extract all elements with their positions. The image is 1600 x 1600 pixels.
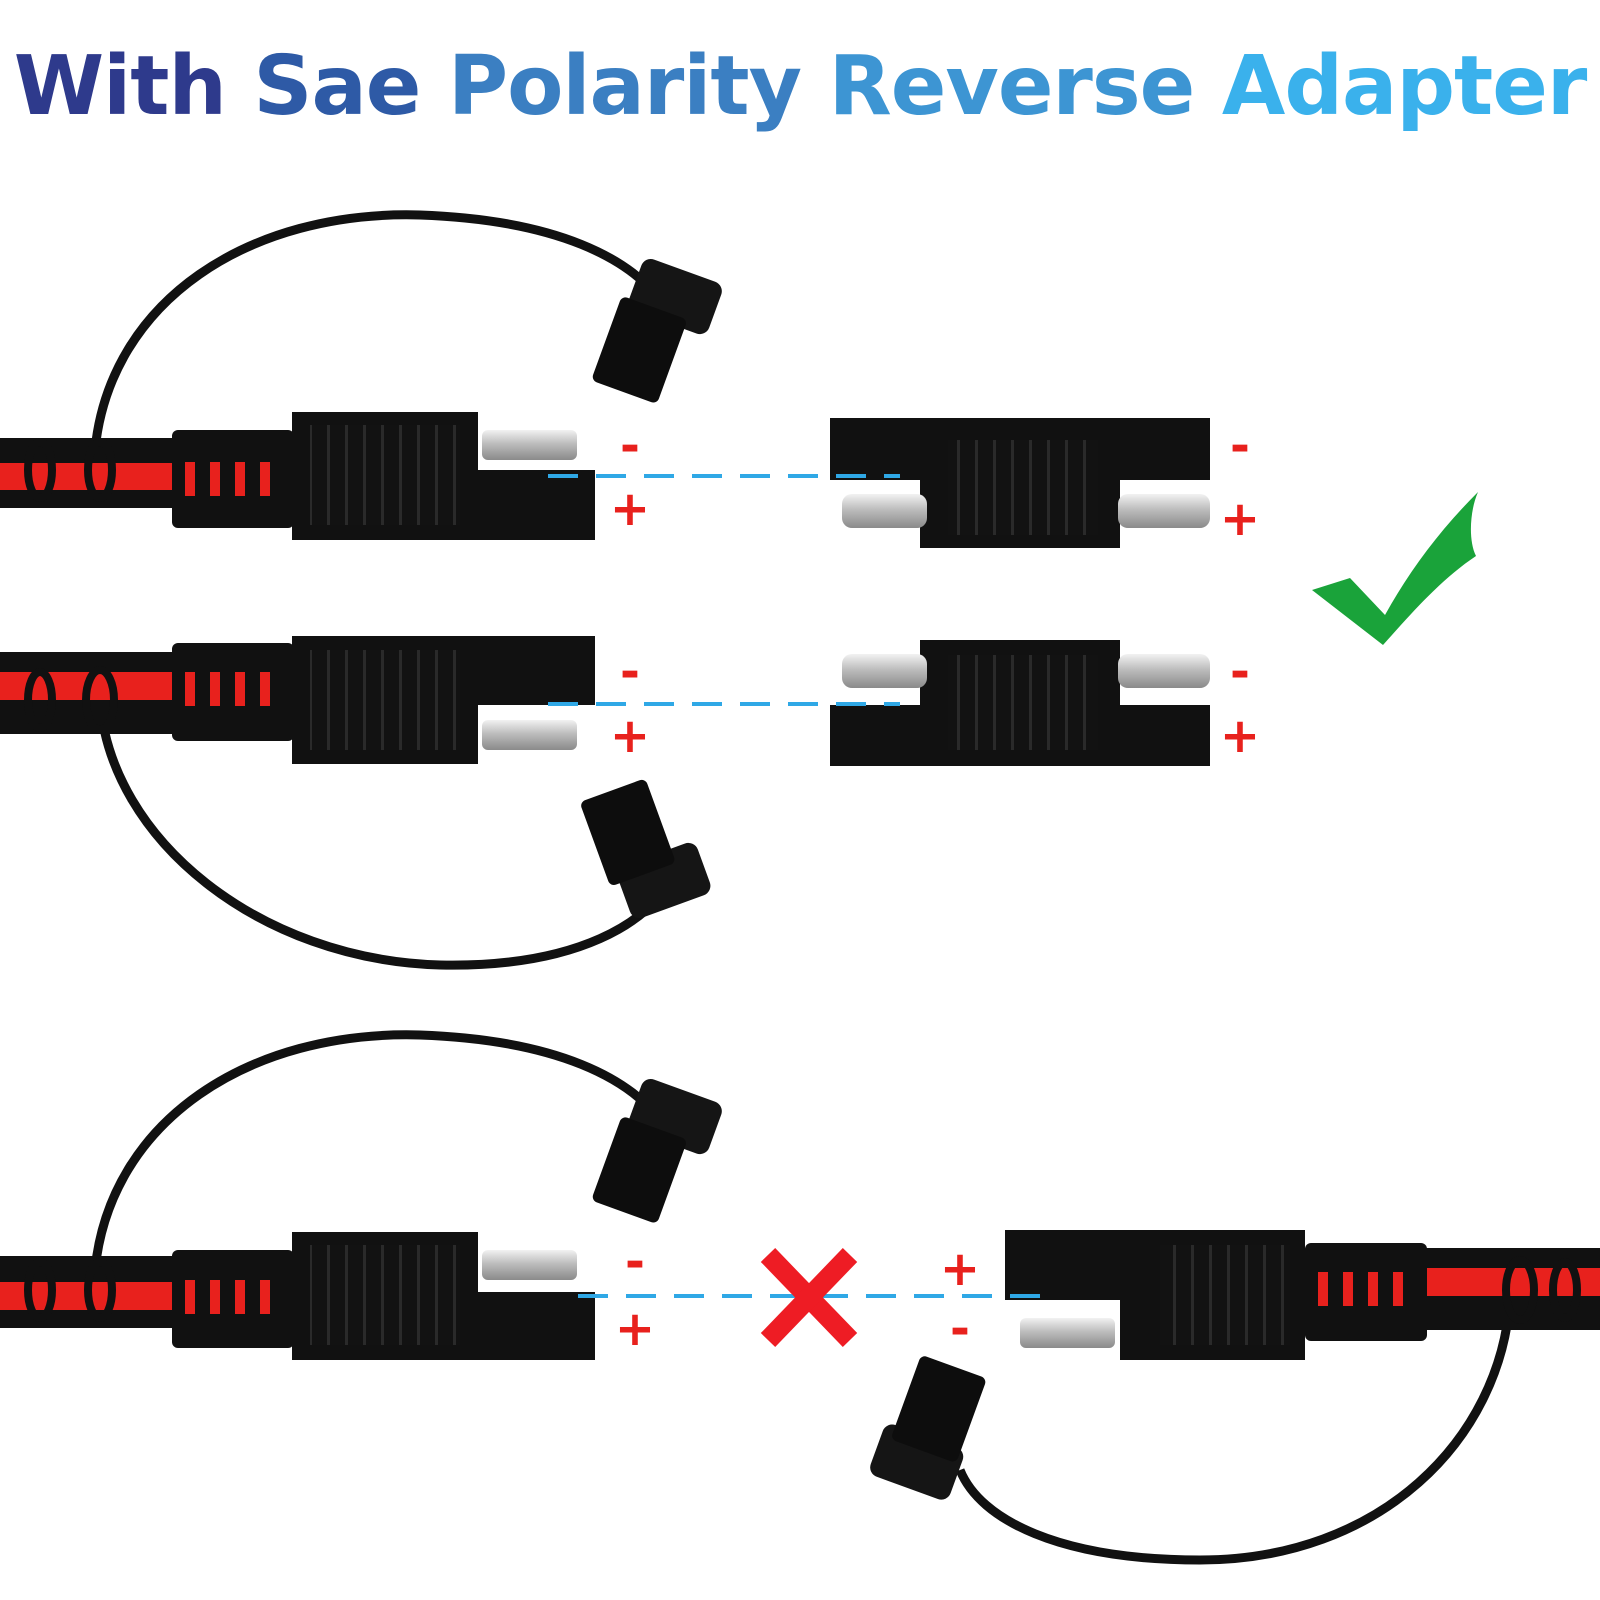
title-word-1: With <box>13 39 227 134</box>
polarity-label-negative: - <box>620 418 640 474</box>
polarity-adapter-middle <box>830 640 1210 766</box>
polarity-label-negative: - <box>625 1234 645 1290</box>
polarity-label-positive: + <box>610 708 650 764</box>
sae-cable-middle <box>0 636 711 970</box>
polarity-label-negative: - <box>1230 644 1250 700</box>
polarity-adapter-top <box>830 418 1210 548</box>
sae-cable-bottom-left <box>0 1030 722 1360</box>
polarity-label-positive: + <box>1220 491 1260 547</box>
cross-mark-icon <box>760 1248 858 1347</box>
title-word-2: Sae <box>253 39 421 134</box>
polarity-label-negative: - <box>950 1301 970 1357</box>
check-mark-icon <box>1312 492 1478 645</box>
title-word-3: Polarity <box>447 39 802 134</box>
title-word-5: Adapter <box>1221 39 1587 134</box>
sae-cable-bottom-right <box>870 1230 1600 1565</box>
polarity-label-positive: + <box>940 1241 980 1297</box>
polarity-label-positive: + <box>610 481 650 537</box>
title-word-4: Reverse <box>828 39 1196 134</box>
page-title: With Sae Polarity Reverse Adapter <box>0 46 1600 128</box>
sae-cable-top <box>0 210 722 540</box>
polarity-label-positive: + <box>615 1301 655 1357</box>
polarity-label-negative: - <box>620 644 640 700</box>
polarity-label-positive: + <box>1220 708 1260 764</box>
polarity-label-negative: - <box>1230 418 1250 474</box>
